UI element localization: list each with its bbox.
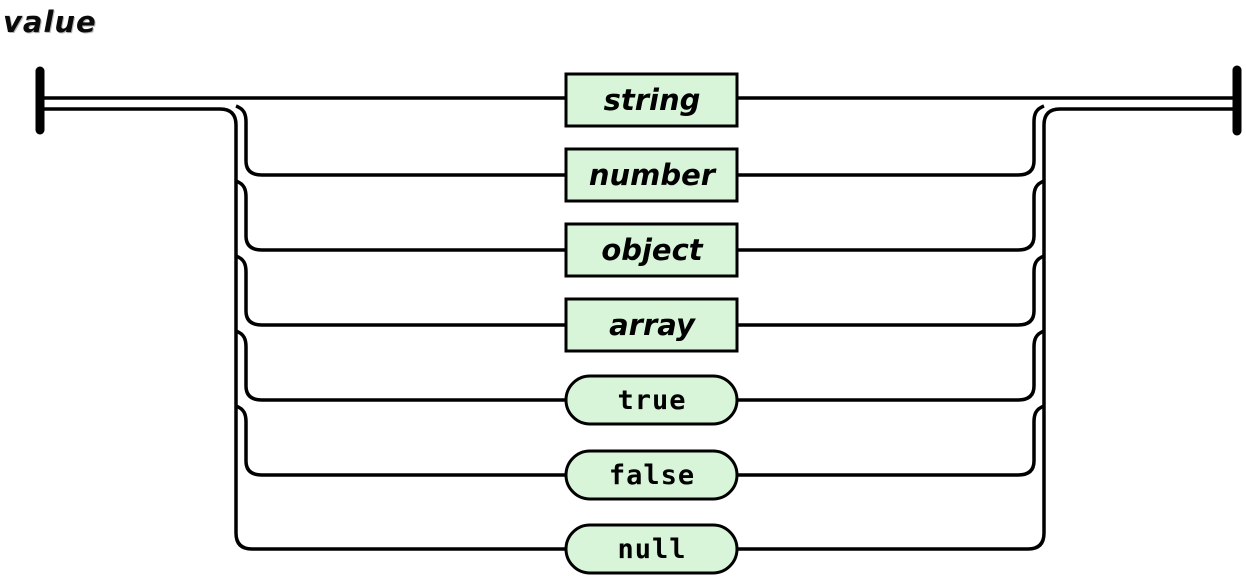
rail-branch-left-object: [235, 179, 566, 252]
node-object: object: [564, 222, 739, 278]
node-object-box: [564, 222, 739, 278]
node-array-label: array: [609, 308, 696, 342]
node-object-label: object: [601, 233, 703, 267]
rail-branch-left-true: [235, 329, 566, 402]
node-string-label: string: [604, 83, 701, 117]
rule-title: value: [3, 5, 97, 39]
node-number-label: number: [589, 158, 717, 192]
rail-branch-trunk-right: [737, 107, 1233, 551]
node-string-box: [564, 72, 739, 128]
node-null-pill: [564, 523, 739, 575]
rail-branch-trunk-left: [44, 107, 566, 551]
node-false-pill: [564, 449, 739, 501]
rail-branch-left-array: [235, 254, 566, 327]
node-false-label: false: [609, 460, 695, 491]
node-false: false: [564, 449, 739, 501]
node-null-label: null: [617, 534, 686, 565]
rail-branch-right-object: [737, 179, 1045, 252]
rail-branch-right-true: [737, 329, 1045, 402]
node-string: string: [564, 72, 739, 128]
node-number: number: [564, 147, 739, 203]
node-null: null: [564, 523, 739, 575]
rail-branch-right-false: [737, 404, 1045, 477]
node-array: array: [564, 297, 739, 353]
node-true: true: [564, 374, 739, 426]
rail-branch-left-number: [235, 104, 566, 177]
node-array-box: [564, 297, 739, 353]
rail-branch-right-array: [737, 254, 1045, 327]
node-number-box: [564, 147, 739, 203]
node-true-label: true: [617, 385, 686, 416]
rail-branch-left-false: [235, 404, 566, 477]
node-true-pill: [564, 374, 739, 426]
rail-branch-right-number: [737, 104, 1045, 177]
